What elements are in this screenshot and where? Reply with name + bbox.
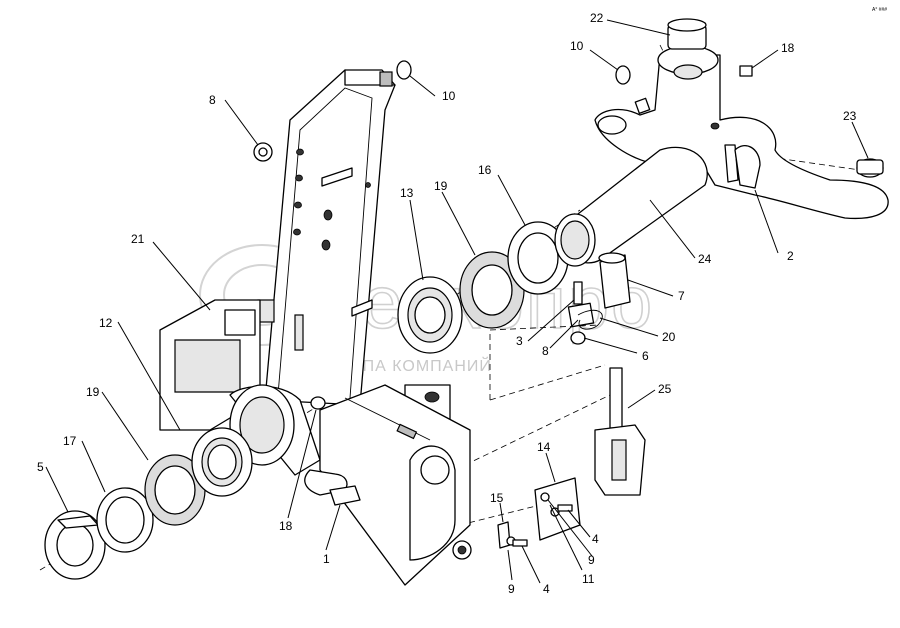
callout-16: 16	[478, 163, 492, 177]
base-housing	[159, 299, 472, 586]
callout-21: 21	[131, 232, 145, 246]
callout-11: 11	[582, 572, 595, 586]
callout-20: 20	[662, 330, 676, 344]
callout-25: 25	[658, 382, 672, 396]
callout-8: 8	[209, 93, 216, 107]
plate-fasteners	[497, 477, 581, 549]
callout-19: 19	[434, 179, 448, 193]
small-fittings	[253, 60, 651, 162]
upright-frame	[257, 69, 396, 406]
callout-8: 8	[542, 344, 549, 358]
callout-14: 14	[537, 440, 551, 454]
callout-24: 24	[698, 252, 712, 266]
callout-1: 1	[323, 552, 330, 566]
callout-4: 4	[543, 582, 550, 596]
callout-5: 5	[37, 460, 44, 474]
left-bearing-stack	[44, 427, 253, 580]
callout-12: 12	[99, 316, 113, 330]
callout-22: 22	[590, 11, 604, 25]
figure-code: A° ###	[872, 7, 887, 13]
callout-18: 18	[279, 519, 293, 533]
spindle-knuckle	[554, 18, 889, 267]
callout-23: 23	[843, 109, 857, 123]
callout-labels: 22 10 18 8 10 23 16 19 13 21 24 2 7 12 3…	[37, 11, 857, 596]
callout-2: 2	[787, 249, 794, 263]
callout-4: 4	[592, 532, 599, 546]
callout-10: 10	[442, 89, 456, 103]
callout-9: 9	[588, 553, 595, 567]
callout-18: 18	[781, 41, 795, 55]
callout-6: 6	[642, 349, 649, 363]
callout-15: 15	[490, 491, 504, 505]
pin-parts	[567, 252, 631, 345]
callout-17: 17	[63, 434, 77, 448]
callout-7: 7	[678, 289, 685, 303]
callout-leaders	[45, 19, 869, 584]
callout-9: 9	[508, 582, 515, 596]
right-bearing-stack	[397, 221, 569, 354]
callout-13: 13	[400, 186, 414, 200]
stud-bracket	[594, 367, 646, 496]
callout-19: 19	[86, 385, 100, 399]
callout-10: 10	[570, 39, 584, 53]
callout-3: 3	[516, 334, 523, 348]
